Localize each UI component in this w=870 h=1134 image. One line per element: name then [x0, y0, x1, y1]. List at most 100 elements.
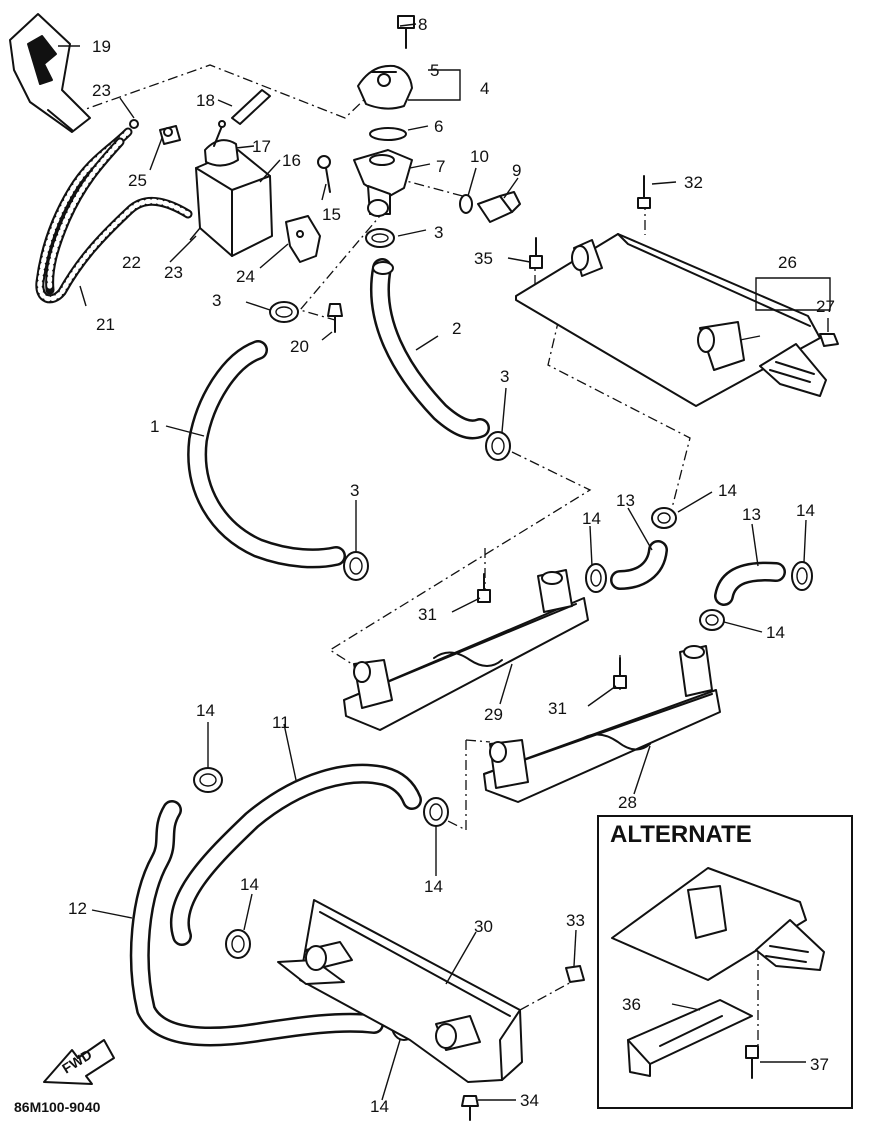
callout-10: 10: [470, 147, 489, 166]
bolt-35: [529, 237, 543, 269]
elbow-hose-13-left: [610, 540, 668, 590]
callout-32: 32: [684, 173, 703, 192]
callout-20: 20: [290, 337, 309, 356]
hose-clip-23-top: [129, 119, 139, 129]
hose-clamp-14-b: [585, 563, 607, 593]
callout-33: 33: [566, 911, 585, 930]
callout-6: 6: [434, 117, 443, 136]
callout-19: 19: [92, 37, 111, 56]
callout-14-right: 14: [796, 501, 815, 520]
alternate-bracket-36: [627, 999, 753, 1077]
leader-lines: [58, 23, 831, 1101]
breather-hose-22: [45, 137, 125, 295]
alternate-title: ALTERNATE: [610, 821, 752, 848]
callout-37: 37: [810, 1055, 829, 1074]
washer-10: [459, 194, 473, 214]
callout-14-lower-left: 14: [196, 701, 215, 720]
hose-clamp-14-f: [423, 797, 449, 827]
callout-14-bottom: 14: [370, 1097, 389, 1116]
callout-36: 36: [622, 995, 641, 1014]
hose-fitting-25: [159, 125, 181, 145]
hose-clamp-14-g: [225, 929, 251, 959]
heat-shield-plate: [9, 13, 91, 133]
callout-31-top: 31: [418, 605, 437, 624]
hose-clamp-14-c: [791, 561, 813, 591]
callout-16: 16: [282, 151, 301, 170]
hose-clamp-14-d: [699, 609, 725, 631]
callout-23-bottom: 23: [164, 263, 183, 282]
callout-12: 12: [68, 899, 87, 918]
bolt-37: [745, 1045, 759, 1079]
callout-15: 15: [322, 205, 341, 224]
callout-22: 22: [122, 253, 141, 272]
alternate-box: ALTERNATE: [597, 815, 853, 1109]
bolt-8: [397, 15, 415, 49]
callout-13-left: 13: [616, 491, 635, 510]
callout-18: 18: [196, 91, 215, 110]
callout-35: 35: [474, 249, 493, 268]
heat-exchanger-30: [277, 899, 523, 1083]
callout-2: 2: [452, 319, 461, 338]
callout-labels: 19 23 18 17 16 25 22 23 21 24 3 20 15 8 …: [68, 15, 835, 1116]
callout-31-bottom: 31: [548, 699, 567, 718]
callout-23-top: 23: [92, 81, 111, 100]
callout-14-top: 14: [718, 481, 737, 500]
callout-17: 17: [252, 137, 271, 156]
hose-clamp-14-a: [651, 507, 677, 529]
callout-3-center: 3: [434, 223, 443, 242]
sensor-9: [477, 191, 521, 223]
figure-code: 86M100-9040: [14, 1099, 101, 1115]
callout-25: 25: [128, 171, 147, 190]
nut-27: [819, 333, 839, 347]
heat-exchanger-28: [483, 645, 721, 803]
alternate-heat-exchanger: [611, 867, 825, 981]
elbow-hose-13-right: [714, 561, 786, 606]
callout-1: 1: [150, 417, 159, 436]
hose-clamp-3-c: [485, 431, 511, 461]
heat-exchanger-29: [343, 569, 589, 731]
reservoir-tank: [195, 120, 273, 257]
callout-14-mid: 14: [766, 623, 785, 642]
callout-13-right: 13: [742, 505, 761, 524]
callout-27: 27: [816, 297, 835, 316]
callout-8: 8: [418, 15, 427, 34]
callout-21: 21: [96, 315, 115, 334]
bolt-15: [317, 155, 331, 193]
hose-clamp-3-d: [343, 551, 369, 581]
bolt-32: [637, 175, 651, 209]
callout-30: 30: [474, 917, 493, 936]
callout-7: 7: [436, 157, 445, 176]
overflow-hose-21: [35, 127, 193, 304]
filler-neck: [353, 149, 413, 217]
pipe-18: [231, 89, 271, 125]
callout-14-lower-center: 14: [424, 877, 443, 896]
callout-34: 34: [520, 1091, 539, 1110]
callout-9: 9: [512, 161, 521, 180]
callout-26: 26: [778, 253, 797, 272]
hose-11: [169, 763, 422, 946]
callout-5: 5: [430, 61, 439, 80]
callout-14-bottom-left: 14: [240, 875, 259, 894]
nut-33: [565, 965, 585, 983]
hose-clamp-3-a: [365, 228, 395, 248]
main-hose-1: [187, 340, 346, 569]
callout-24: 24: [236, 267, 255, 286]
hose-clamp-14-e: [193, 767, 223, 793]
forward-arrow-icon: FWD: [43, 1039, 115, 1085]
tank-bracket: [285, 215, 321, 263]
callout-4: 4: [480, 79, 489, 98]
bolt-34: [461, 1095, 479, 1121]
callout-3-upper-hose: 3: [500, 367, 509, 386]
callout-14-left: 14: [582, 509, 601, 528]
cap-gasket: [369, 127, 407, 141]
hose-12: [129, 800, 384, 1047]
callout-29: 29: [484, 705, 503, 724]
callout-28: 28: [618, 793, 637, 812]
callout-11: 11: [272, 713, 290, 732]
bolt-31-b: [613, 657, 627, 689]
hose-clamp-3-b: [269, 301, 299, 323]
radiator-cap: [357, 64, 413, 110]
bolt-20: [327, 303, 343, 333]
callout-3-left: 3: [212, 291, 221, 310]
